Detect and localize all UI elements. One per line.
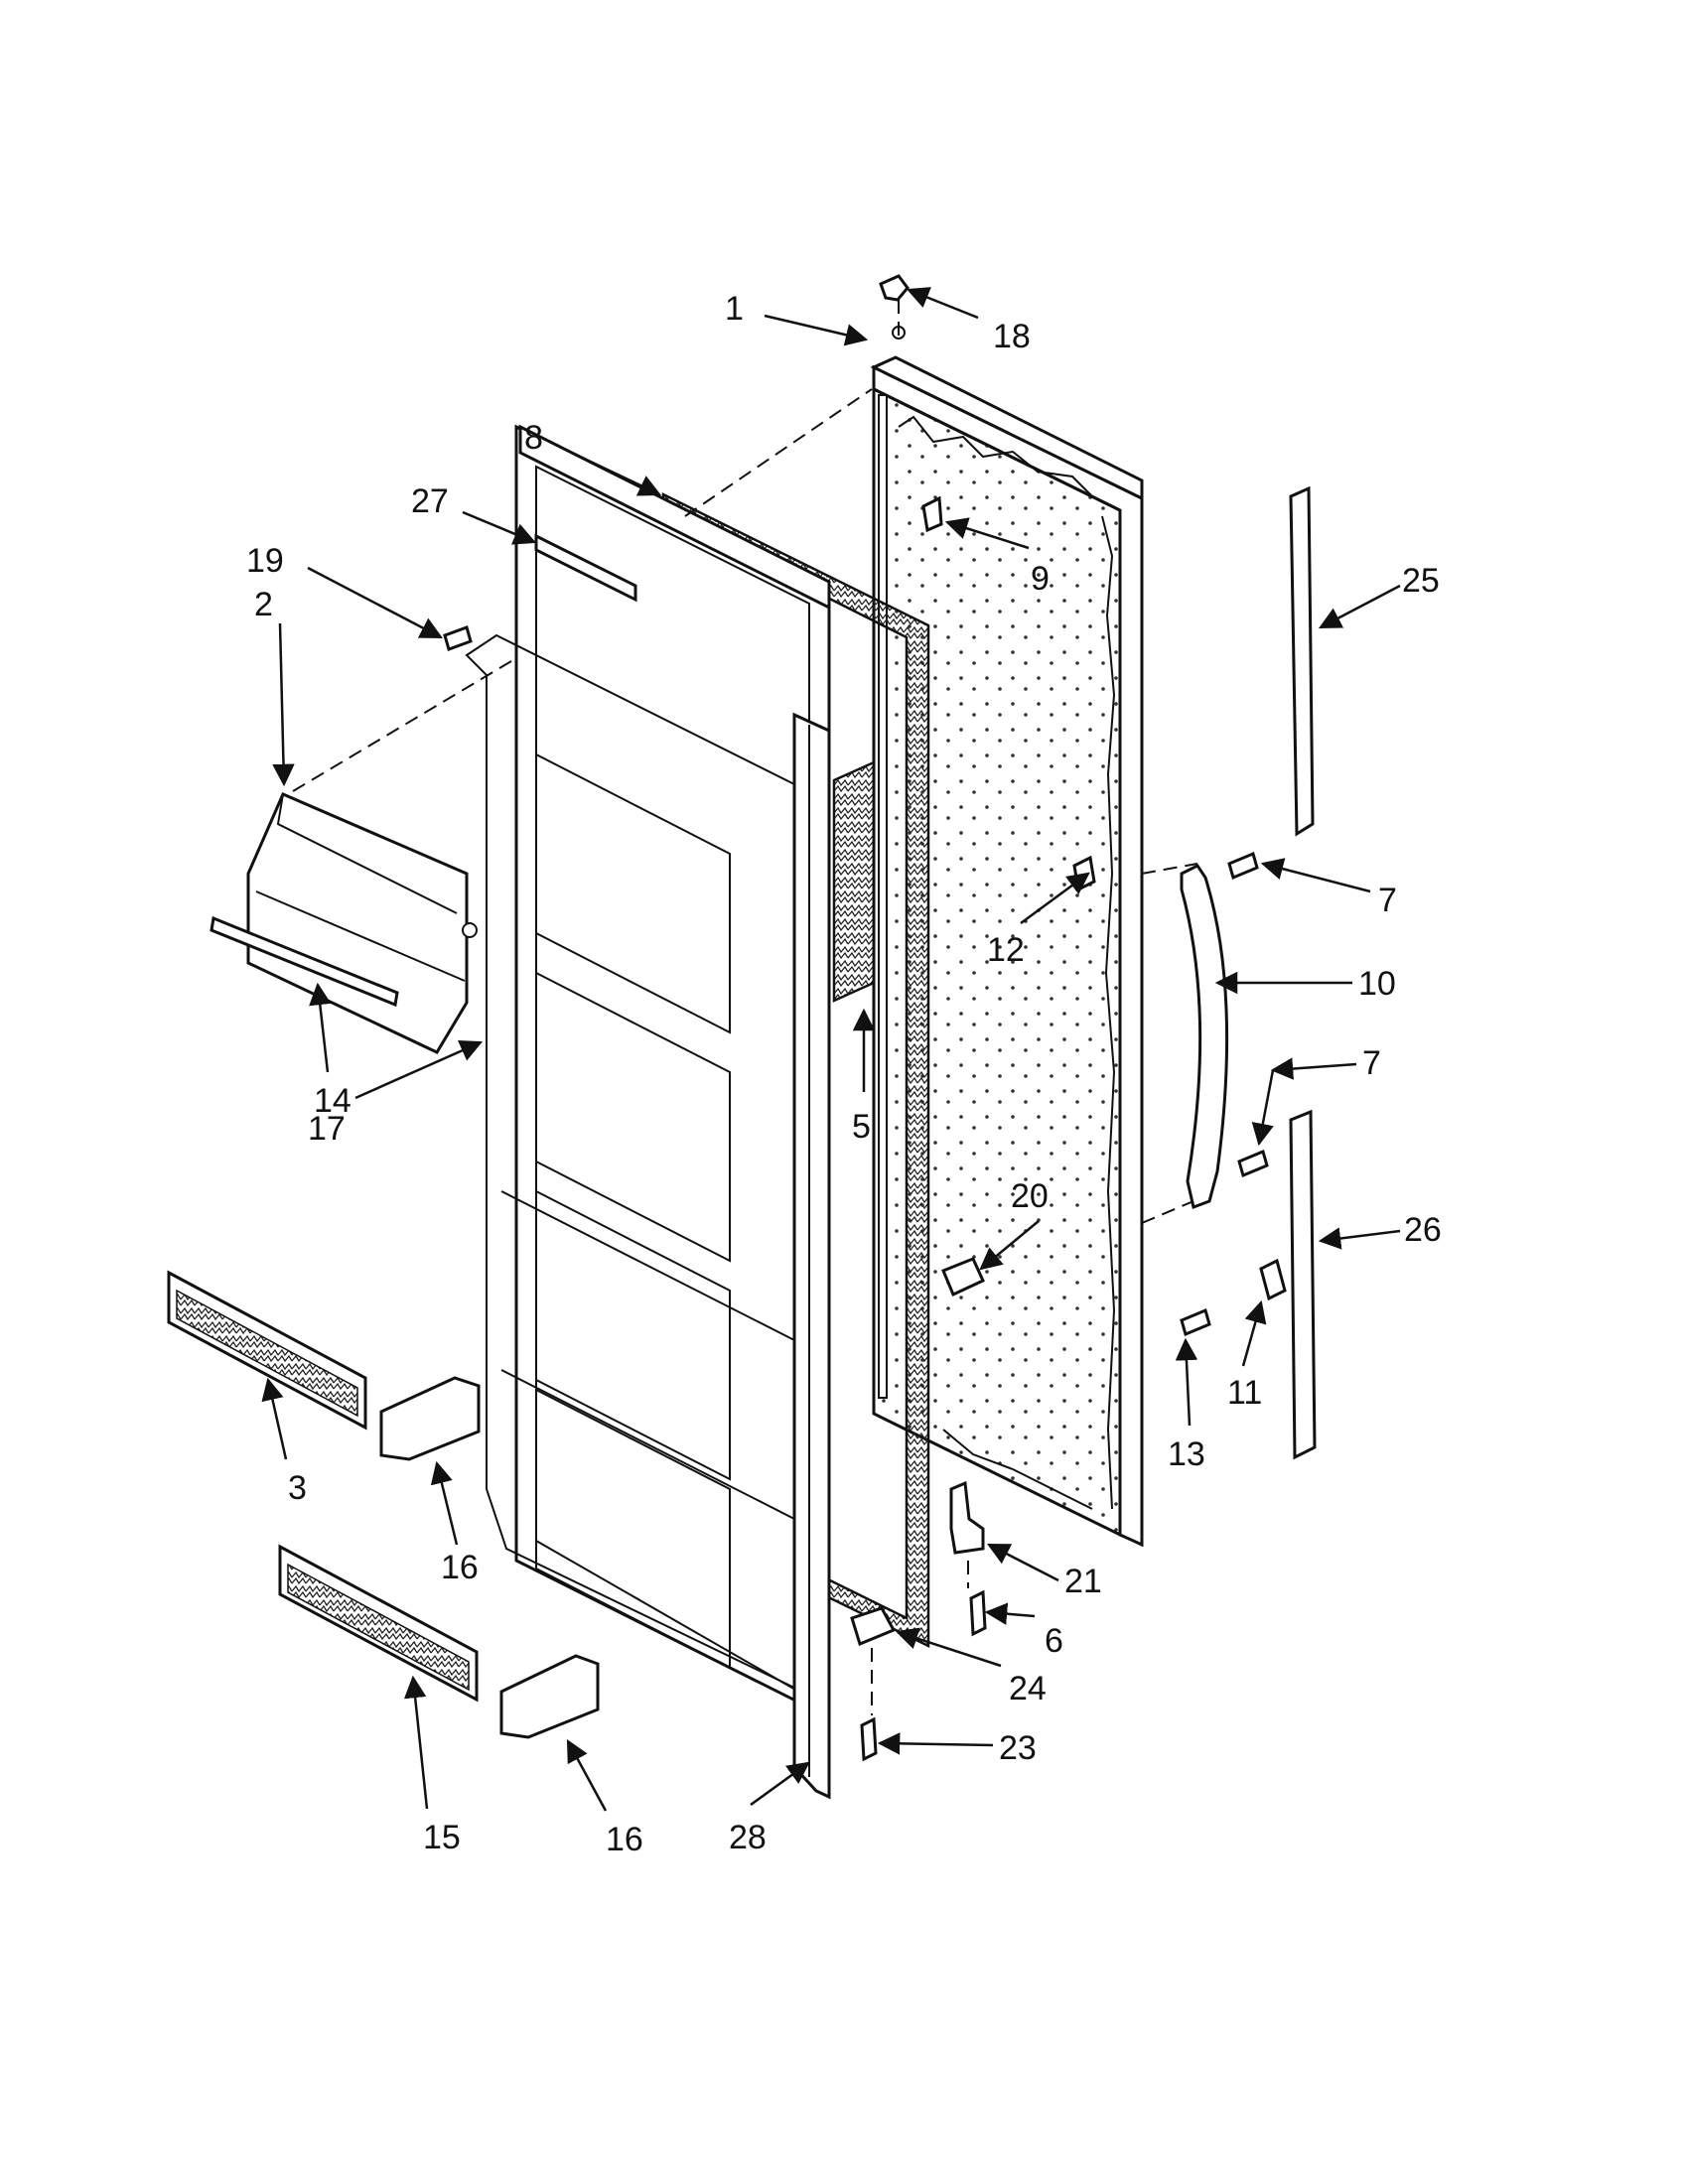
callout-18: 18 [993, 318, 1031, 355]
callout-23: 23 [999, 1729, 1037, 1767]
callout-25: 25 [1402, 562, 1440, 600]
callout-1: 1 [725, 290, 744, 328]
callout-3: 3 [288, 1469, 307, 1507]
callout-24: 24 [1009, 1670, 1047, 1707]
hinge-21 [949, 1480, 985, 1555]
shelf-end-cap-upper [379, 1376, 481, 1461]
callout-26: 26 [1404, 1211, 1442, 1249]
dairy-door-trim [210, 915, 399, 1008]
screw-19 [443, 625, 473, 651]
callout-10: 10 [1358, 965, 1396, 1003]
screw-7-upper [1227, 851, 1259, 881]
plug-9 [921, 495, 943, 533]
screw-6 [969, 1589, 987, 1637]
callout-15: 15 [423, 1819, 461, 1856]
cap-18 [879, 274, 910, 302]
callout-5: 5 [852, 1108, 871, 1146]
callout-16b: 16 [606, 1821, 643, 1858]
shelf-end-cap-lower [499, 1654, 600, 1739]
callout-11: 11 [1227, 1374, 1262, 1412]
callout-6: 6 [1045, 1622, 1063, 1660]
callout-12: 12 [987, 931, 1025, 969]
screw-13 [1180, 1307, 1211, 1337]
callout-2: 2 [254, 586, 273, 623]
stop-20 [941, 1257, 985, 1297]
outer-door-panel [870, 326, 1144, 1548]
screw-7-lower [1237, 1149, 1269, 1178]
door-trim-upper [1289, 485, 1315, 837]
callout-9: 9 [1031, 560, 1050, 598]
door-shelf-lower [278, 1544, 479, 1703]
callout-16a: 16 [441, 1549, 479, 1586]
door-handle [1180, 864, 1229, 1210]
bracket-24 [850, 1606, 897, 1647]
door-shelf-upper [167, 1270, 367, 1431]
callout-20: 20 [1011, 1177, 1049, 1215]
breaker-strip [832, 760, 876, 1003]
callout-13: 13 [1168, 1435, 1205, 1473]
callout-8: 8 [524, 419, 543, 457]
callout-14: 14 [314, 1082, 351, 1120]
door-trim-lower [1289, 1109, 1317, 1460]
inner-door-liner [465, 424, 831, 1720]
trim-27 [534, 533, 637, 603]
assembly-lines [287, 300, 1198, 1715]
callout-7a: 7 [1378, 882, 1397, 919]
callout-labels: 18 1 8 27 19 2 14 17 3 16 15 16 28 5 9 1… [246, 290, 1442, 1858]
callout-19: 19 [246, 542, 284, 580]
screw-23 [860, 1716, 878, 1762]
door-frame-top-bar [518, 424, 831, 611]
callout-21: 21 [1064, 1563, 1102, 1600]
callout-28: 28 [729, 1819, 767, 1856]
clip-11 [1259, 1258, 1287, 1301]
leader-lines [261, 287, 1401, 1812]
dairy-door [246, 792, 478, 1054]
hinge-side-strip [792, 712, 831, 1800]
callout-17: 17 [308, 1110, 346, 1148]
callout-7b: 7 [1362, 1044, 1381, 1082]
callout-27: 27 [411, 482, 449, 520]
